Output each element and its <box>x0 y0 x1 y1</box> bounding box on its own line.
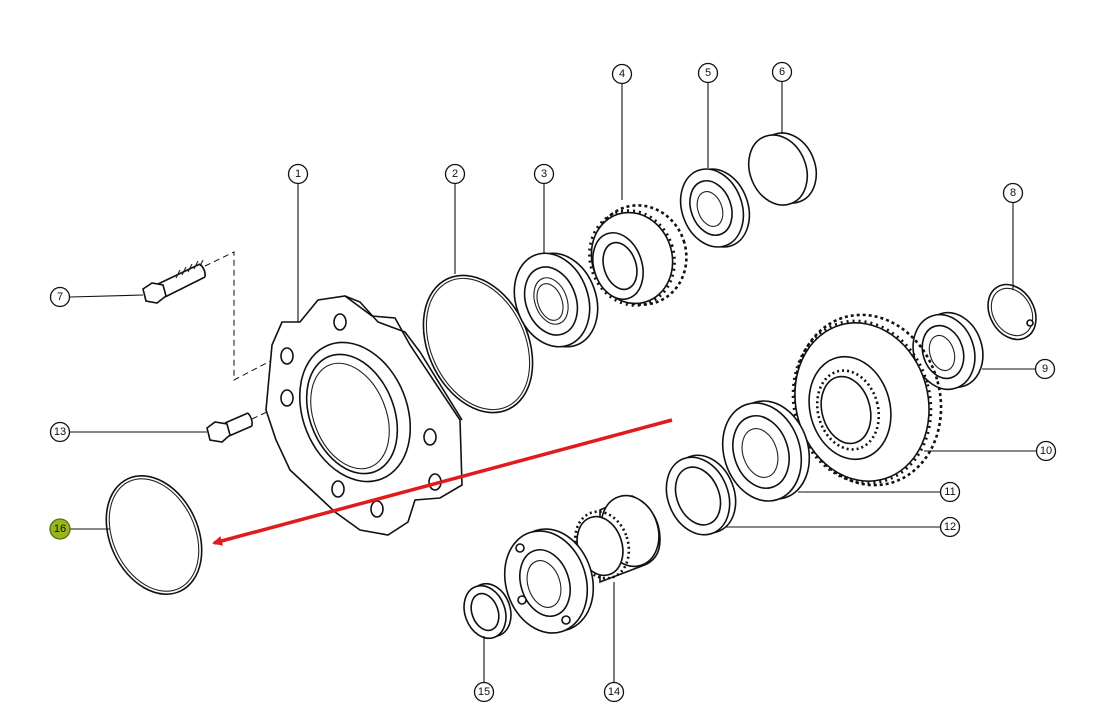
leader-lines <box>69 82 1036 682</box>
part-5-bearing <box>679 168 751 248</box>
svg-text:10: 10 <box>1040 445 1052 457</box>
svg-text:5: 5 <box>705 67 711 79</box>
callout-14: 14 <box>603 681 625 703</box>
callout-6: 6 <box>771 61 793 83</box>
svg-text:4: 4 <box>619 68 625 80</box>
callout-13: 13 <box>49 421 71 443</box>
part-16-o-ring <box>105 475 203 595</box>
svg-text:6: 6 <box>779 66 785 78</box>
svg-text:8: 8 <box>1010 187 1016 199</box>
svg-text:14: 14 <box>608 686 620 698</box>
callout-5: 5 <box>697 62 719 84</box>
part-4-gear <box>588 204 688 307</box>
part-14-output-shaft <box>503 494 661 634</box>
part-3-bearing <box>513 252 599 348</box>
svg-text:1: 1 <box>295 168 301 180</box>
callout-4: 4 <box>611 63 633 85</box>
svg-text:13: 13 <box>54 426 66 438</box>
callout-3: 3 <box>533 163 555 185</box>
callout-15: 15 <box>473 681 495 703</box>
callout-16-highlighted: 16 <box>49 518 71 540</box>
part-13-bolt <box>206 403 285 443</box>
part-15-seal <box>463 582 512 640</box>
svg-text:2: 2 <box>452 168 458 180</box>
callout-7: 7 <box>49 286 71 308</box>
svg-text:15: 15 <box>478 686 490 698</box>
red-pointer-arrow <box>212 418 673 546</box>
part-9-bearing <box>912 311 984 391</box>
callout-11: 11 <box>939 481 961 503</box>
part-12-spacer <box>665 454 737 536</box>
svg-text:16: 16 <box>54 523 66 535</box>
svg-text:9: 9 <box>1042 363 1048 375</box>
callout-2: 2 <box>444 163 466 185</box>
callout-12: 12 <box>939 516 961 538</box>
svg-text:7: 7 <box>57 291 63 303</box>
svg-text:3: 3 <box>541 168 547 180</box>
part-11-bearing <box>721 400 811 502</box>
svg-text:12: 12 <box>944 521 956 533</box>
callout-8: 8 <box>1002 182 1024 204</box>
callout-10: 10 <box>1035 440 1057 462</box>
part-7-bolt <box>142 251 283 381</box>
svg-text:11: 11 <box>944 486 955 498</box>
part-1-flange-housing <box>265 295 463 536</box>
callout-1: 1 <box>287 163 309 185</box>
part-6-cap <box>747 132 818 206</box>
callout-9: 9 <box>1034 358 1056 380</box>
part-8-snap-ring <box>987 283 1037 341</box>
